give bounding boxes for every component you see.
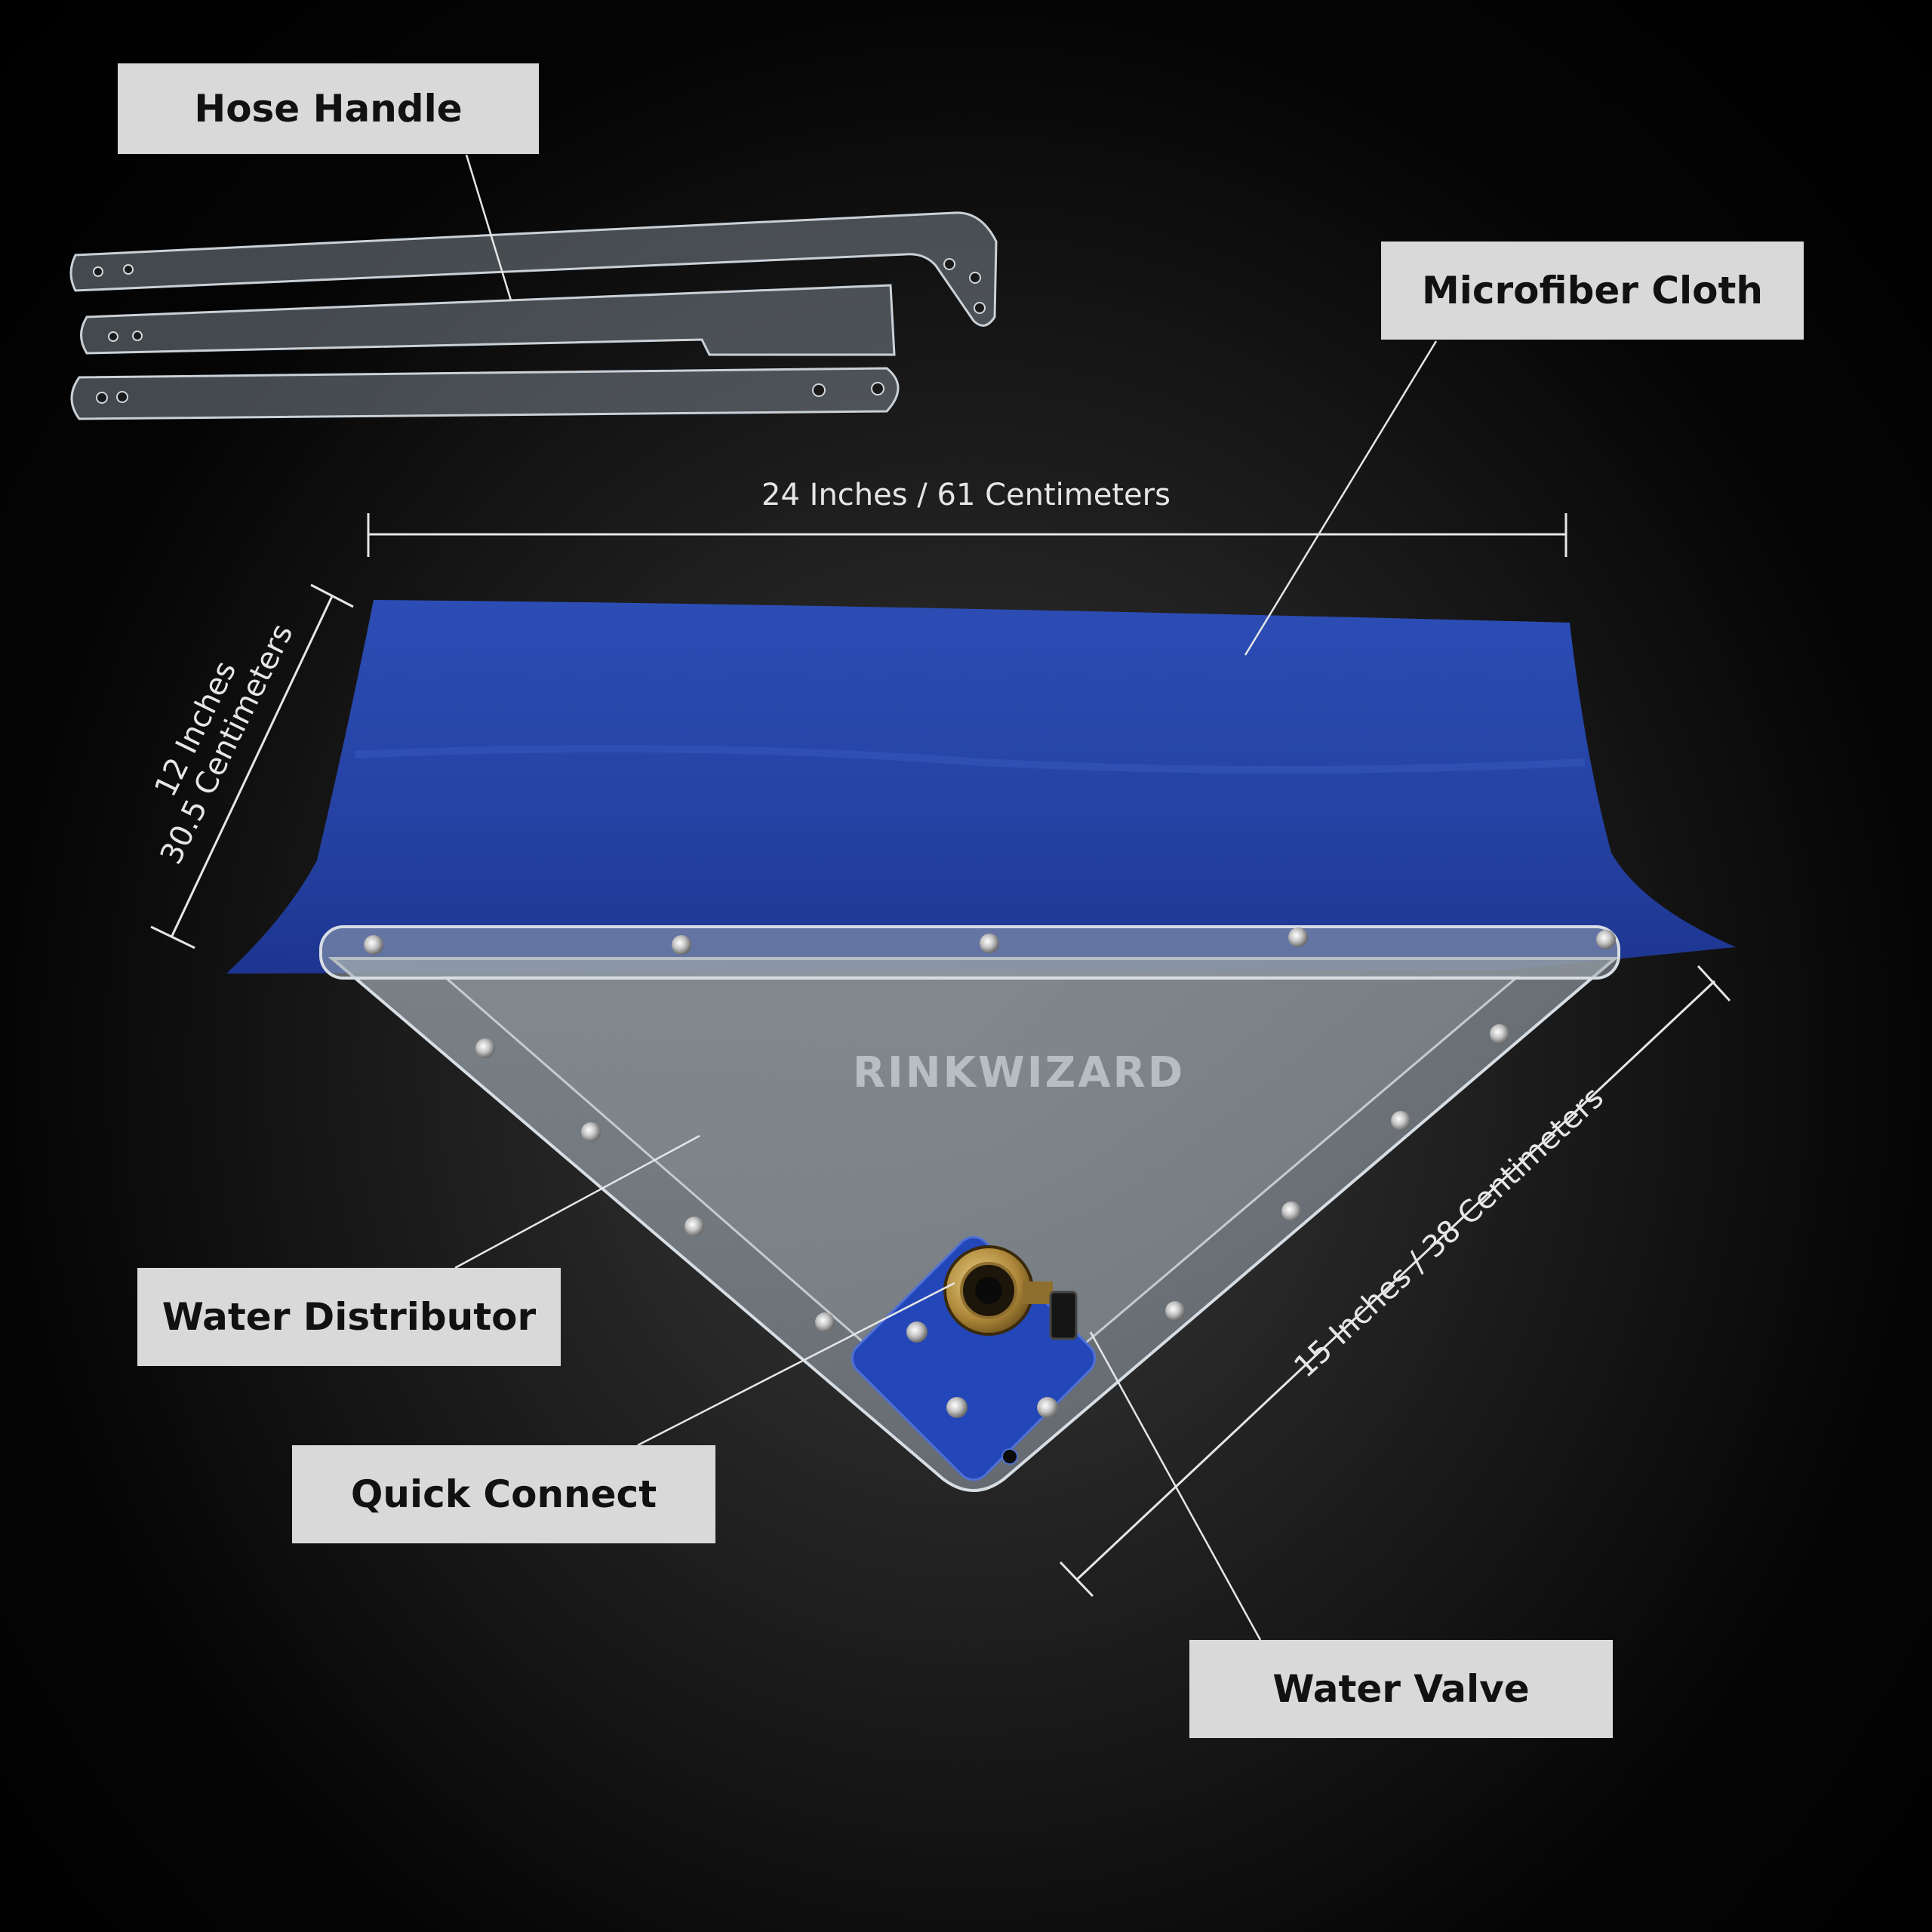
screw	[364, 935, 383, 955]
handle-hole	[969, 272, 981, 284]
screw	[1391, 1111, 1411, 1131]
depth-dimension-tick	[150, 925, 195, 949]
leader-hose-handle	[465, 154, 512, 301]
leader-water-valve	[1089, 1331, 1262, 1641]
leader-lines	[454, 154, 1438, 1641]
handle-piece-bottom	[70, 367, 900, 420]
water-distributor-body	[328, 957, 1620, 1492]
screw	[1596, 930, 1616, 949]
handle-hole	[108, 331, 118, 342]
plate-screw	[946, 1397, 968, 1418]
screw	[815, 1312, 835, 1332]
width-dimension-text: 24 Inches / 61 Centimeters	[761, 478, 1171, 512]
screw	[980, 934, 999, 953]
plate-hanging-hole	[1001, 1448, 1018, 1465]
handle-piece-top	[69, 211, 998, 327]
handle-hole	[974, 302, 986, 314]
side-dimension-tick	[1059, 1561, 1094, 1598]
handle-piece-middle	[80, 284, 896, 356]
hose-handle-pieces	[69, 211, 998, 420]
screw	[685, 1217, 704, 1236]
side-dimension-tick	[1697, 964, 1731, 1002]
depth-dimension-tick	[310, 583, 354, 608]
label-microfiber-cloth: Microfiber Cloth	[1381, 242, 1804, 340]
leader-water-distributor	[454, 1134, 700, 1269]
cloth-wrinkle	[354, 745, 1586, 774]
quick-connect-fitting	[943, 1245, 1053, 1336]
handle-hole	[871, 382, 884, 395]
label-hose-handle: Hose Handle	[118, 63, 539, 154]
handle-hole	[116, 391, 128, 403]
handle-hole	[132, 331, 143, 341]
label-water-valve: Water Valve	[1189, 1640, 1613, 1738]
handle-hole	[123, 264, 134, 275]
plate-screw	[1037, 1397, 1058, 1418]
handle-hole	[93, 266, 103, 277]
screws	[364, 928, 1616, 1332]
label-quick-connect: Quick Connect	[292, 1445, 715, 1543]
rinkwizard-logo: RINKWIZARD	[852, 1048, 1186, 1097]
handle-hole	[812, 383, 826, 397]
screw	[1288, 928, 1308, 947]
leader-quick-connect	[637, 1281, 955, 1447]
plate-screw	[906, 1321, 928, 1343]
screw	[672, 935, 691, 955]
screw	[581, 1122, 601, 1142]
label-water-distributor: Water Distributor	[137, 1268, 561, 1366]
microfiber-cloth	[226, 600, 1736, 974]
screw	[1165, 1301, 1185, 1321]
handle-hole	[943, 258, 955, 270]
screw	[1490, 1024, 1509, 1044]
side-dimension-line	[1076, 980, 1716, 1580]
screw	[475, 1038, 495, 1058]
leader-microfiber-cloth	[1244, 340, 1438, 656]
handle-hole	[96, 392, 108, 404]
cloth-clamp-bar	[319, 925, 1620, 980]
depth-dimension-line	[171, 595, 334, 937]
screw	[1281, 1201, 1301, 1221]
water-valve-lever	[1049, 1291, 1078, 1340]
dimension-lines	[150, 513, 1731, 1598]
